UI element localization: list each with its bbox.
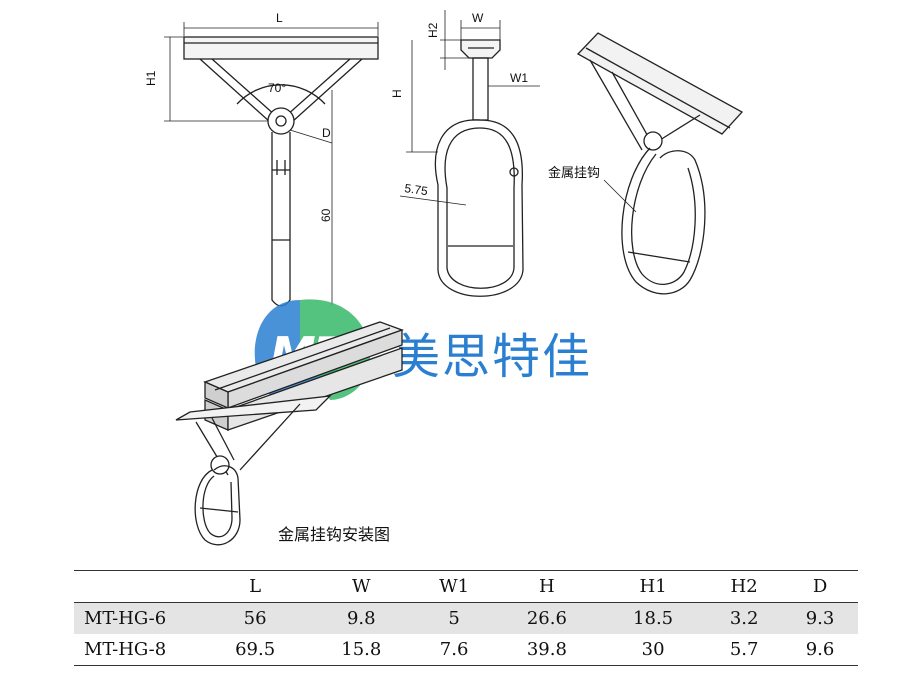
install-illustration: [175, 321, 404, 546]
cell-H2: 3.2: [729, 608, 759, 629]
spec-table: L W W1 H H1 H2 D MT-HG-6 56 9.8 5 26.6 1…: [74, 570, 858, 666]
header-W1: W1: [439, 576, 470, 597]
technical-drawing: L H1 70° D 60 H2 W W1 H 5.75: [144, 10, 744, 546]
label-H1: H1: [144, 70, 158, 86]
label-H2: H2: [426, 22, 440, 38]
label-wire: 5.75: [404, 181, 429, 198]
header-L: L: [249, 576, 262, 597]
cell-H1: 18.5: [633, 608, 674, 629]
cell-W: 15.8: [341, 639, 382, 660]
install-caption: 金属挂钩安装图: [278, 525, 391, 544]
cell-H: 26.6: [526, 608, 567, 629]
label-metal-hook: 金属挂钩: [548, 165, 600, 181]
header-W: W: [352, 576, 371, 597]
cell-D: 9.3: [805, 608, 835, 629]
label-W: W: [472, 11, 484, 25]
cell-W: 9.8: [346, 608, 376, 629]
label-60: 60: [319, 208, 333, 222]
label-D: D: [322, 126, 331, 140]
table-row: MT-HG-6 56 9.8 5 26.6 18.5 3.2 9.3: [74, 602, 858, 634]
label-H: H: [390, 89, 404, 98]
cell-W1: 7.6: [439, 639, 469, 660]
header-H2: H2: [730, 576, 758, 597]
cell-model: MT-HG-8: [84, 639, 167, 660]
table-row: MT-HG-8 69.5 15.8 7.6 39.8 30 5.7 9.6: [74, 634, 858, 666]
header-H: H: [539, 576, 555, 597]
header-D: D: [812, 576, 828, 597]
cell-H2: 5.7: [729, 639, 759, 660]
label-L: L: [276, 11, 283, 25]
header-model: [74, 571, 202, 603]
cell-W1: 5: [448, 608, 460, 629]
cell-L: 56: [243, 608, 267, 629]
header-H1: H1: [639, 576, 667, 597]
label-angle: 70°: [268, 81, 286, 95]
label-W1: W1: [510, 71, 528, 85]
cell-model: MT-HG-6: [84, 608, 167, 629]
perspective-view: [576, 32, 744, 295]
brand-name: 美思特佳: [392, 329, 592, 385]
spec-header-row: L W W1 H H1 H2 D: [74, 570, 858, 603]
cell-H: 39.8: [526, 639, 567, 660]
cell-D: 9.6: [805, 639, 835, 660]
front-view: [164, 22, 379, 307]
cell-H1: 30: [641, 639, 665, 660]
side-view: [399, 10, 540, 297]
cell-L: 69.5: [235, 639, 276, 660]
